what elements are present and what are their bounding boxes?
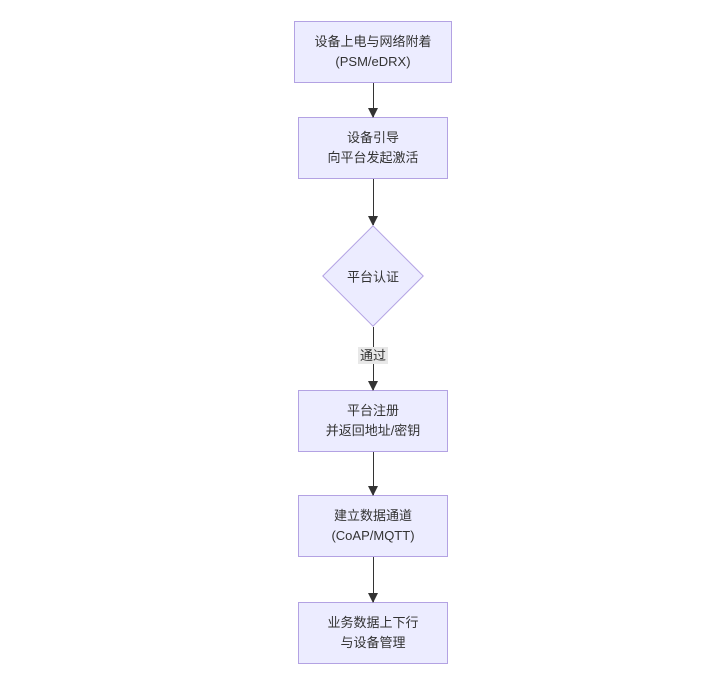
node-text-line: (PSM/eDRX)	[335, 54, 411, 69]
arrow-connector	[368, 179, 378, 226]
node-text-line: 设备引导	[346, 130, 399, 145]
node-text-line: 与设备管理	[340, 635, 406, 650]
arrow-connector	[368, 83, 378, 118]
node-data-channel: 建立数据通道 (CoAP/MQTT)	[298, 495, 448, 557]
arrow-connector: 通过	[357, 327, 389, 391]
node-text-line: (CoAP/MQTT)	[331, 528, 415, 543]
node-text-line: 平台注册	[346, 403, 399, 418]
node-text-line: 并返回地址/密钥	[325, 423, 421, 438]
arrow-connector	[368, 557, 378, 603]
node-text-line: 建立数据通道	[333, 508, 412, 523]
node-platform-register: 平台注册 并返回地址/密钥	[298, 390, 448, 452]
decision-platform-auth: 平台认证	[322, 225, 424, 327]
arrowhead-icon	[368, 216, 378, 226]
edge-label-pass: 通过	[357, 347, 389, 364]
arrowhead-icon	[368, 593, 378, 603]
arrow-connector	[368, 452, 378, 496]
node-text-line: 业务数据上下行	[327, 615, 419, 630]
node-business-data: 业务数据上下行 与设备管理	[298, 602, 448, 664]
arrowhead-icon	[368, 108, 378, 118]
arrowhead-icon	[368, 486, 378, 496]
flowchart-column: 设备上电与网络附着 (PSM/eDRX) 设备引导 向平台发起激活 平台认证 通…	[10, 0, 726, 664]
node-device-bootstrap: 设备引导 向平台发起激活	[298, 117, 448, 179]
node-text-line: 向平台发起激活	[327, 150, 419, 165]
arrowhead-icon	[368, 381, 378, 391]
node-text-line: 设备上电与网络附着	[314, 34, 432, 49]
diamond-label: 平台认证	[346, 269, 400, 285]
node-power-on-network-attach: 设备上电与网络附着 (PSM/eDRX)	[294, 21, 452, 83]
